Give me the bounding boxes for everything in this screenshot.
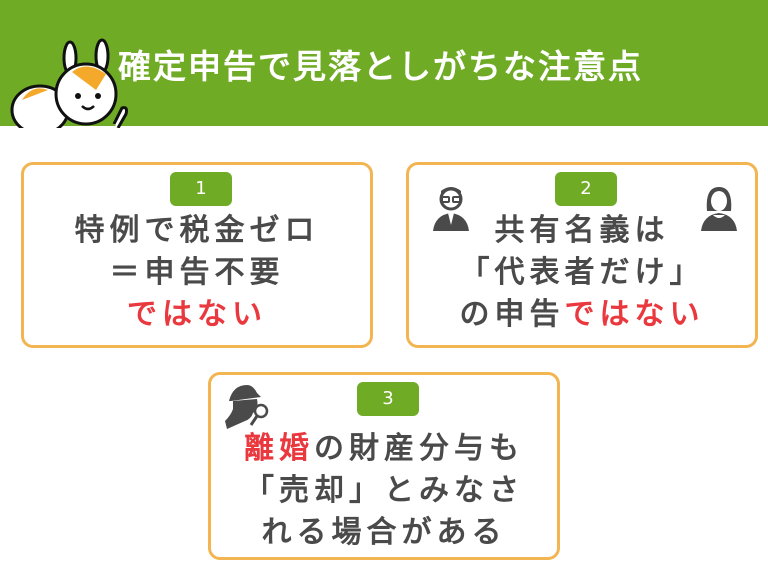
number-badge: 1 <box>170 172 232 206</box>
card-3: 3 離婚の財産分与も 「売却」とみなさ れる場合がある <box>208 372 560 560</box>
card-text-line: ＝申告不要 <box>109 255 285 290</box>
card-text-line: 「代表者だけ」 <box>459 255 705 290</box>
number-badge: 3 <box>357 382 419 416</box>
card-2: 2 共有名義は 「代表者だけ」 の申告ではない <box>406 162 758 348</box>
number-badge: 2 <box>555 172 617 206</box>
detective-icon <box>225 385 269 429</box>
card-text-line: ではない <box>127 297 267 332</box>
page-title: 確定申告で見落としがちな注意点 <box>118 47 643 86</box>
card-text-line: れる場合がある <box>261 515 507 550</box>
card-text-line: 特例で税金ゼロ <box>74 213 320 248</box>
header-banner: 確定申告で見落としがちな注意点 <box>0 0 768 128</box>
card-text-line: 離婚の財産分与も <box>244 431 524 466</box>
man-with-glasses-icon <box>433 187 469 231</box>
card-text-line: 「売却」とみなさ <box>244 473 524 508</box>
card-text-line: の申告ではない <box>459 297 705 332</box>
squirrel-mascot-icon <box>10 38 128 128</box>
woman-icon <box>701 187 737 231</box>
card-1: 1 特例で税金ゼロ ＝申告不要 ではない <box>21 162 373 348</box>
card-text-line: 共有名義は <box>494 213 670 248</box>
